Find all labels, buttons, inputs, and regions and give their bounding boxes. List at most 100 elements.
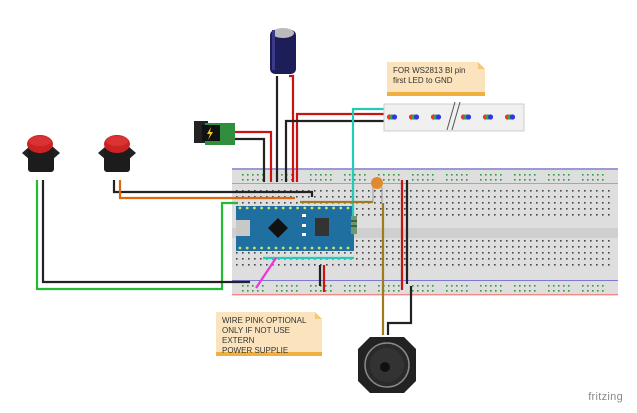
breadboard-hole [296,290,298,292]
breadboard-hole [252,174,254,176]
breadboard-hole [446,264,448,266]
breadboard-hole [524,214,526,216]
breadboard-hole [374,258,376,260]
breadboard-hole [398,264,400,266]
breadboard-hole [560,258,562,260]
breadboard-hole [506,264,508,266]
breadboard-hole [242,174,244,176]
nano-pin [289,206,292,210]
breadboard-hole [320,252,322,254]
breadboard-hole [386,240,388,242]
breadboard-hole [592,285,594,287]
breadboard-hole [466,179,468,181]
breadboard-hole [247,174,249,176]
breadboard-hole [464,190,466,192]
breadboard-hole [350,196,352,198]
breadboard-hole [325,285,327,287]
breadboard-hole [272,202,274,204]
breadboard-hole [432,285,434,287]
breadboard-hole [434,240,436,242]
breadboard-hole [266,264,268,266]
breadboard-hole [548,202,550,204]
breadboard-hole [392,258,394,260]
breadboard-hole [380,208,382,210]
breadboard-hole [392,208,394,210]
breadboard-hole [530,190,532,192]
ceramic-capacitor [371,177,383,202]
breadboard-hole [404,196,406,198]
breadboard-hole [364,179,366,181]
breadboard-hole [488,190,490,192]
breadboard-hole [458,264,460,266]
breadboard-hole [284,264,286,266]
breadboard-hole [566,264,568,266]
breadboard-hole [446,252,448,254]
breadboard-hole [422,285,424,287]
breadboard-hole [590,196,592,198]
push-button-1[interactable] [22,135,60,172]
breadboard-hole [416,258,418,260]
breadboard-hole [482,196,484,198]
breadboard-hole [488,246,490,248]
breadboard-hole [461,290,463,292]
breadboard-hole [542,214,544,216]
wire-black-jack [235,137,266,182]
breadboard-hole [338,196,340,198]
breadboard-hole [344,179,346,181]
breadboard-hole [488,208,490,210]
breadboard-hole [514,179,516,181]
nano-pin [238,206,242,210]
breadboard-hole [485,179,487,181]
breadboard-hole [524,285,526,287]
breadboard-hole [596,190,598,192]
push-button-2[interactable] [98,135,136,172]
breadboard-hole [582,290,584,292]
breadboard-hole [590,214,592,216]
breadboard-hole [422,202,424,204]
breadboard-hole [452,252,454,254]
breadboard-hole [572,196,574,198]
breadboard-hole [344,285,346,287]
breadboard-hole [578,264,580,266]
breadboard-hole [356,264,358,266]
breadboard-hole [356,246,358,248]
breadboard-hole [542,202,544,204]
breadboard-hole [592,174,594,176]
breadboard-hole [488,252,490,254]
breadboard-hole [608,208,610,210]
breadboard-hole [392,246,394,248]
breadboard-hole [354,174,356,176]
breadboard-hole [534,179,536,181]
breadboard-hole [427,290,429,292]
breadboard-hole [590,208,592,210]
breadboard-hole [416,240,418,242]
breadboard-hole [291,285,293,287]
breadboard-hole [398,196,400,198]
breadboard-hole [356,240,358,242]
breadboard-hole [542,246,544,248]
breadboard-hole [482,214,484,216]
nano-pin [267,206,271,210]
breadboard-hole [608,190,610,192]
breadboard-hole [404,252,406,254]
breadboard-hole [412,290,414,292]
breadboard-hole [315,290,317,292]
breadboard-hole [236,258,238,260]
breadboard-hole [458,258,460,260]
breadboard-hole [446,258,448,260]
nano-pin [332,246,335,250]
breadboard-hole [548,196,550,198]
breadboard-hole [446,290,448,292]
breadboard-hole [242,202,244,204]
breadboard-hole [482,190,484,192]
breadboard-hole [320,196,322,198]
breadboard-hole [568,290,570,292]
breadboard-hole [417,174,419,176]
breadboard-hole [518,196,520,198]
breadboard-hole [359,174,361,176]
breadboard-hole [554,190,556,192]
breadboard-hole [434,190,436,192]
breadboard-hole [302,196,304,198]
breadboard-hole [524,190,526,192]
breadboard-hole [374,214,376,216]
